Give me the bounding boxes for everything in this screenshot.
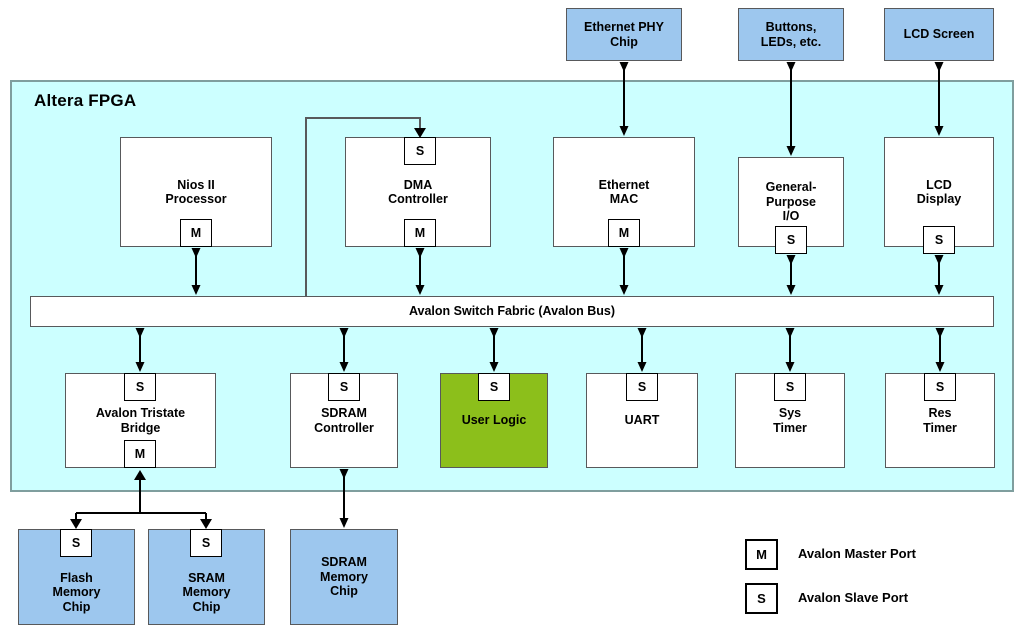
port-lcd-display-slave: S	[923, 226, 955, 254]
port-tristate-bridge-master: M	[124, 440, 156, 468]
port-res-timer-slave: S	[924, 373, 956, 401]
port-lcd-display-slave-symbol: S	[934, 233, 944, 247]
fpga-title: Altera FPGA	[34, 91, 137, 110]
external-chip-sdram-memory-label: SDRAM Memory Chip	[320, 555, 368, 599]
port-sys-timer-slave-symbol: S	[785, 380, 795, 394]
core-uart: UART	[586, 373, 698, 468]
core-nios-ii-processor-label: Nios II Processor	[165, 177, 227, 207]
port-nios-ii-master-symbol: M	[190, 226, 202, 240]
port-tristate-bridge-slave: S	[124, 373, 156, 401]
core-user-logic-label: User Logic	[461, 413, 527, 428]
avalon-switch-fabric-label: Avalon Switch Fabric (Avalon Bus)	[408, 304, 616, 319]
port-sys-timer-slave: S	[774, 373, 806, 401]
legend-master-port-symbol-text: M	[756, 547, 767, 562]
external-chip-flash-memory-label: Flash Memory Chip	[52, 570, 101, 614]
core-sdram-controller-label: SDRAM Controller	[314, 406, 374, 435]
port-sram-memory-slave: S	[190, 529, 222, 557]
core-general-purpose-io-label: General- Purpose I/O	[765, 180, 817, 224]
port-tristate-bridge-slave-symbol: S	[135, 380, 145, 394]
port-gpio-slave: S	[775, 226, 807, 254]
port-ethernet-mac-master: M	[608, 219, 640, 247]
avalon-switch-fabric-bar: Avalon Switch Fabric (Avalon Bus)	[30, 296, 994, 327]
port-sdram-controller-slave: S	[328, 373, 360, 401]
port-dma-slave: S	[404, 137, 436, 165]
core-uart-label: UART	[624, 413, 660, 428]
external-chip-sram-memory-label: SRAM Memory Chip	[182, 570, 231, 614]
external-chip-buttons-leds: Buttons, LEDs, etc.	[738, 8, 844, 61]
port-ethernet-mac-master-symbol: M	[618, 226, 630, 240]
legend-slave-port-label: Avalon Slave Port	[798, 590, 909, 605]
port-flash-memory-slave-symbol: S	[71, 536, 81, 550]
port-uart-slave: S	[626, 373, 658, 401]
port-tristate-bridge-master-symbol: M	[134, 447, 146, 461]
port-nios-ii-master: M	[180, 219, 212, 247]
external-chip-ethernet-phy: Ethernet PHY Chip	[566, 8, 682, 61]
core-avalon-tristate-bridge-label: Avalon Tristate Bridge	[95, 406, 186, 435]
external-chip-lcd-screen: LCD Screen	[884, 8, 994, 61]
legend-master-port-symbol: M	[745, 539, 778, 570]
core-sdram-controller: SDRAM Controller	[290, 373, 398, 468]
port-dma-master-symbol: M	[414, 226, 426, 240]
external-chip-buttons-leds-label: Buttons, LEDs, etc.	[760, 20, 822, 49]
port-sram-memory-slave-symbol: S	[201, 536, 211, 550]
port-gpio-slave-symbol: S	[786, 233, 796, 247]
port-user-logic-slave-symbol: S	[489, 380, 499, 394]
port-user-logic-slave: S	[478, 373, 510, 401]
legend-slave-port-symbol-text: S	[757, 591, 766, 606]
external-chip-sdram-memory: SDRAM Memory Chip	[290, 529, 398, 625]
core-lcd-display-label: LCD Display	[916, 177, 962, 207]
core-res-timer-label: Res Timer	[923, 406, 957, 435]
port-uart-slave-symbol: S	[637, 380, 647, 394]
port-res-timer-slave-symbol: S	[935, 380, 945, 394]
port-sdram-controller-slave-symbol: S	[339, 380, 349, 394]
port-dma-master: M	[404, 219, 436, 247]
legend-master-port-label: Avalon Master Port	[798, 546, 916, 561]
port-dma-slave-symbol: S	[415, 144, 425, 158]
legend-slave-port-symbol: S	[745, 583, 778, 614]
port-flash-memory-slave: S	[60, 529, 92, 557]
core-ethernet-mac-label: Ethernet MAC	[598, 177, 650, 207]
external-chip-lcd-screen-label: LCD Screen	[903, 27, 975, 42]
core-sys-timer-label: Sys Timer	[773, 406, 807, 435]
core-dma-controller-label: DMA Controller	[388, 177, 448, 207]
external-chip-ethernet-phy-label: Ethernet PHY Chip	[584, 20, 664, 49]
